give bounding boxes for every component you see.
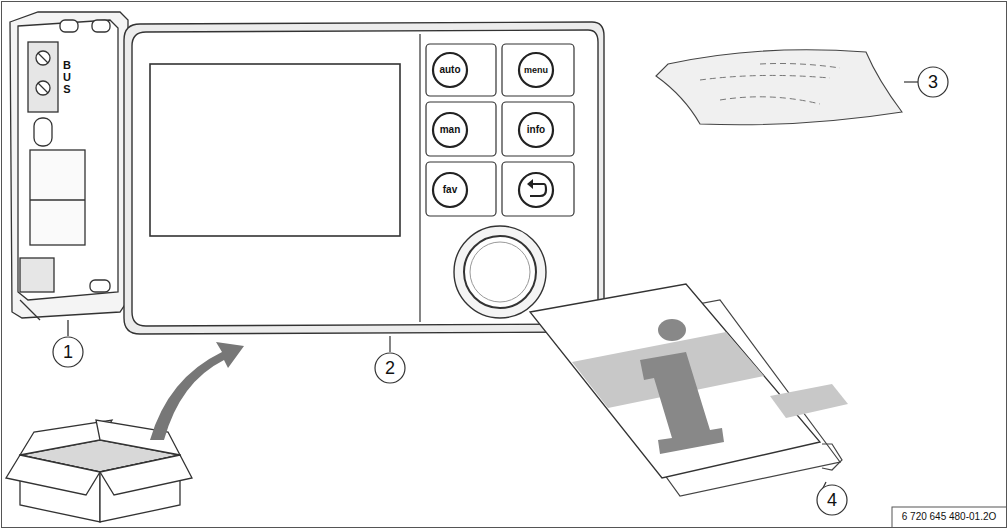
reference-number: 6 720 645 480-01.2O bbox=[902, 512, 997, 522]
callout-number: 4 bbox=[827, 491, 837, 509]
callout-circle bbox=[53, 67, 948, 515]
reference-box bbox=[892, 507, 1007, 528]
callout-number: 3 bbox=[928, 73, 938, 91]
button-label: menu bbox=[524, 66, 548, 75]
unpack-arrow bbox=[150, 342, 244, 440]
bag bbox=[656, 50, 918, 125]
button-label: fav bbox=[443, 185, 457, 195]
button-label: man bbox=[440, 125, 461, 135]
callout-number: 1 bbox=[63, 343, 73, 361]
wall-bracket bbox=[10, 12, 128, 336]
button-label: auto bbox=[439, 65, 460, 75]
button-label: info bbox=[527, 125, 545, 135]
terminal-label: BUS bbox=[62, 59, 73, 95]
controller bbox=[124, 22, 604, 352]
callout-number: 2 bbox=[385, 359, 395, 377]
booklet bbox=[530, 284, 848, 496]
